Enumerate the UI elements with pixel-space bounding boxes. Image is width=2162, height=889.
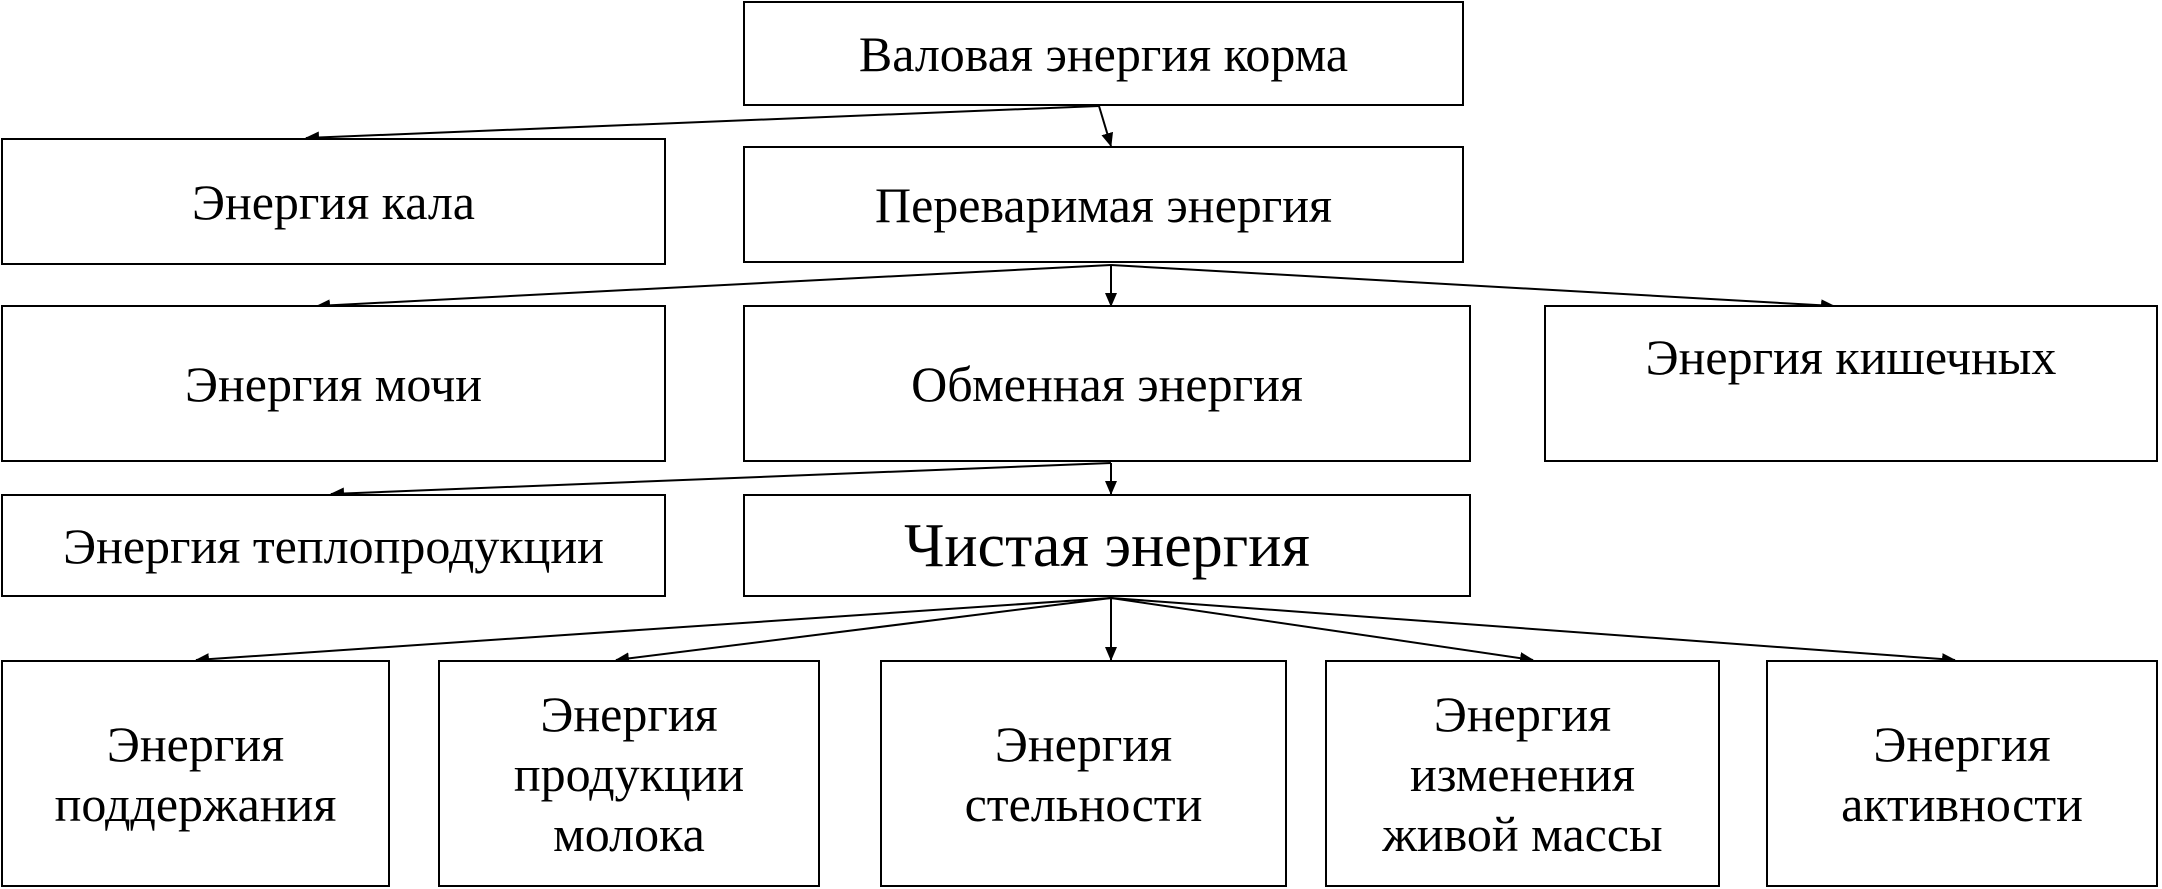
arrow-gross-to-feces xyxy=(305,105,1100,144)
node-label-line: Энергия xyxy=(1873,715,2051,772)
node-label: Обменная энергия xyxy=(911,355,1303,412)
node-pregnancy-energy: Энергия стельности xyxy=(880,660,1287,887)
node-label: Энергия мочи xyxy=(185,355,482,412)
node-intestinal-energy: Энергия кишечных xyxy=(1544,305,2158,462)
arrow-gross-to-digestible xyxy=(1098,105,1114,147)
node-label-line: Энергия xyxy=(994,715,1173,772)
node-weight-change-energy: Энергия изменения живой массы xyxy=(1325,660,1720,887)
arrow-net-to-weight xyxy=(1110,597,1534,665)
node-label: Энергия кала xyxy=(191,173,476,230)
node-digestible-energy: Переваримая энергия xyxy=(743,146,1464,263)
node-label-line: поддержания xyxy=(54,775,337,832)
node-label-line: Энергия xyxy=(1433,685,1612,742)
arrow-digestible-to-intestinal xyxy=(1110,264,1835,312)
arrow-digestible-to-urine xyxy=(316,264,1112,312)
node-label: Чистая энергия xyxy=(904,511,1310,580)
node-label-line: продукции xyxy=(513,745,745,802)
node-maintenance-energy: Энергия поддержания xyxy=(1,660,390,887)
node-activity-energy: Энергия активности xyxy=(1766,660,2158,887)
node-label: Энергия кишечных xyxy=(1645,329,2057,385)
node-urine-energy: Энергия мочи xyxy=(1,305,666,462)
node-label-line: изменения xyxy=(1409,745,1636,802)
node-metabolizable-energy: Обменная энергия xyxy=(743,305,1471,462)
node-label-line: живой массы xyxy=(1382,805,1663,862)
node-milk-energy: Энергия продукции молока xyxy=(438,660,820,887)
node-label-line: активности xyxy=(1841,775,2083,832)
arrow-net-to-maintenance xyxy=(195,597,1112,666)
node-label: Энергия теплопродукции xyxy=(63,517,604,574)
node-label-line: молока xyxy=(553,805,705,862)
node-gross-energy: Валовая энергия корма xyxy=(743,1,1464,106)
node-label: Валовая энергия корма xyxy=(858,25,1349,82)
node-label-line: стельности xyxy=(964,775,1203,832)
node-feces-energy: Энергия кала xyxy=(1,138,666,265)
arrow-net-to-milk xyxy=(615,597,1112,665)
node-label: Переваримая энергия xyxy=(874,176,1333,233)
node-net-energy: Чистая энергия xyxy=(743,494,1471,597)
node-label-line: Энергия xyxy=(540,685,718,742)
node-label-line: Энергия xyxy=(106,715,285,772)
arrow-net-to-activity xyxy=(1110,597,1956,666)
node-heat-energy: Энергия теплопродукции xyxy=(1,494,666,597)
arrow-metabolizable-to-heat xyxy=(330,462,1112,500)
